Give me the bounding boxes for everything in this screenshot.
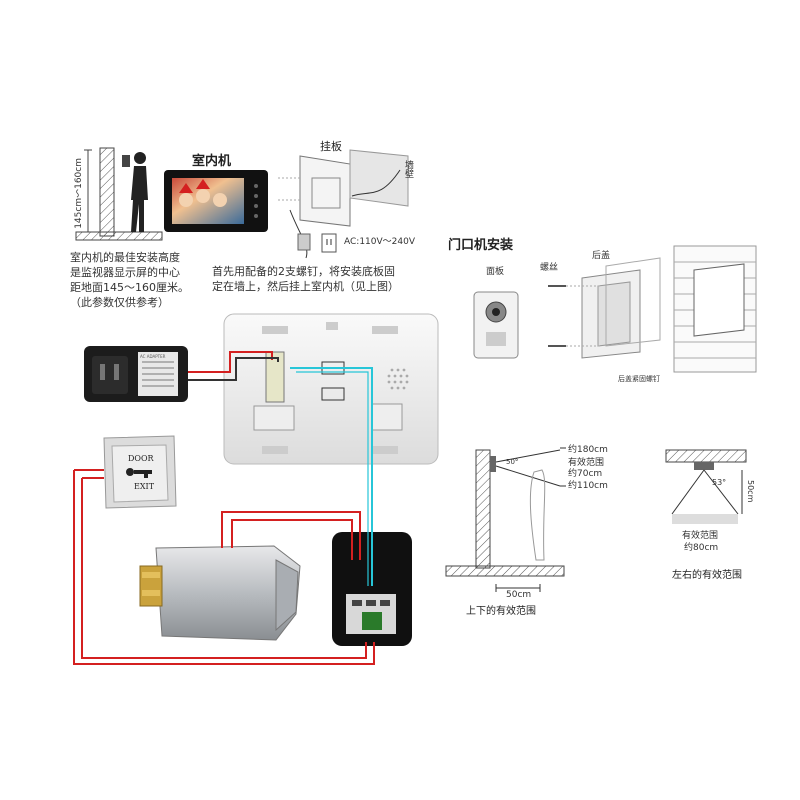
power-label: AC:110V～240V bbox=[344, 237, 415, 247]
vertical-effective-label: 有效范围 bbox=[568, 458, 605, 468]
outdoor-title: 门口机安装 bbox=[448, 238, 514, 253]
horizontal-caption: 左右的有效范围 bbox=[672, 570, 742, 581]
outdoor-unit-exploded bbox=[473, 245, 757, 373]
outdoor-fix-screw-label: 后盖紧固螺钉 bbox=[618, 375, 660, 383]
wires bbox=[73, 351, 375, 665]
horizontal-angle-label: 53° bbox=[712, 478, 727, 487]
adapter-label: AC ADAPTER bbox=[140, 354, 166, 359]
power-adapter bbox=[84, 346, 188, 402]
outdoor-panel-label: 面板 bbox=[486, 267, 505, 277]
electric-lock bbox=[139, 545, 301, 641]
indoor-height-note: 室内机的最佳安装高度 是监视器显示屏的中心 距地面145～160厘米。 （此参数… bbox=[70, 251, 189, 309]
vertical-range-figure bbox=[445, 447, 566, 592]
horizontal-dist-label: 50cm bbox=[746, 480, 755, 503]
monitor-back bbox=[223, 313, 439, 465]
outdoor-screw-label: 螺丝 bbox=[540, 263, 559, 273]
vertical-caption: 上下的有效范围 bbox=[466, 606, 536, 617]
vertical-h180-label: 约180cm bbox=[568, 445, 608, 455]
vertical-h110-label: 约110cm bbox=[568, 481, 608, 491]
vertical-h70-label: 约70cm bbox=[568, 469, 603, 479]
indoor-monitor bbox=[164, 170, 268, 232]
mount-plate-figure bbox=[278, 149, 409, 259]
outdoor-back-cover-label: 后盖 bbox=[592, 251, 611, 261]
outdoor-unit bbox=[332, 532, 412, 646]
indoor-mount-note: 首先用配备的2支螺钉，将安装底板固 定在墙上，然后挂上室内机（见上图） bbox=[212, 265, 399, 293]
door-button-text-top: DOOR bbox=[128, 454, 154, 463]
indoor-height-figure bbox=[75, 147, 163, 241]
indoor-title: 室内机 bbox=[192, 154, 232, 169]
door-exit-button bbox=[103, 435, 177, 509]
mount-plate-label: 挂板 bbox=[320, 140, 342, 153]
door-button-text-bottom: EXIT bbox=[134, 482, 155, 491]
height-range-label: 145cm～160cm bbox=[74, 158, 84, 229]
horizontal-effective-label: 有效范围 bbox=[682, 531, 719, 541]
wall-label: 墙壁 bbox=[403, 160, 413, 178]
horizontal-w80-label: 约80cm bbox=[684, 543, 719, 553]
horizontal-range-figure bbox=[665, 449, 747, 524]
vertical-dist-label: 50cm bbox=[506, 590, 532, 600]
vertical-angle-label: 50° bbox=[506, 458, 519, 466]
